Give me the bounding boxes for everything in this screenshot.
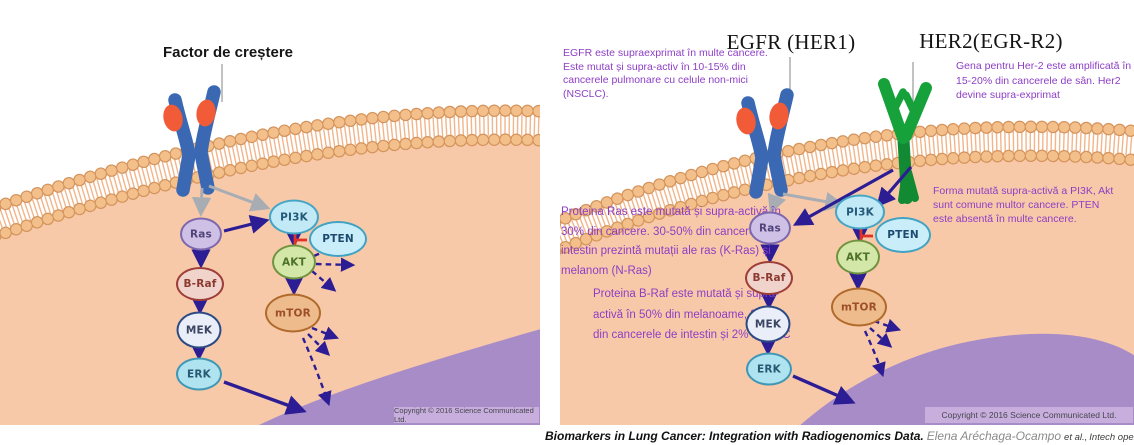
node-erk: ERK (176, 357, 222, 391)
nucleus (800, 333, 1134, 425)
right-panel-art (560, 57, 1134, 425)
node-pten: PTEN (875, 217, 931, 253)
node-pi3k: PI3K (835, 194, 885, 230)
ligand-icon (196, 99, 216, 127)
caption-title: Biomarkers in Lung Cancer: Integration w… (545, 429, 924, 443)
copyright-bar: Copyright © 2016 Science Communicated Lt… (394, 406, 539, 424)
node-akt: AKT (836, 239, 880, 275)
her2-annotation: Gena pentru Her-2 este amplificată în 15… (956, 60, 1132, 101)
pi3k-annotation: Forma mutată supra-activă a PI3K, Akt su… (933, 185, 1114, 225)
caption-authors: Elena Aréchaga-Ocampo (926, 429, 1062, 443)
ligand-icon (736, 107, 756, 135)
node-ras: Ras (180, 217, 222, 251)
right-panel: EGFR (HER1) HER2(EGR-R2) EGFR este supra… (560, 0, 1134, 425)
ligand-icon (163, 104, 183, 132)
egfr-receptor (163, 85, 221, 197)
node-erk: ERK (746, 352, 792, 386)
caption-source: Intech open access.z (1089, 432, 1134, 443)
node-ras: Ras (749, 211, 791, 245)
figure-caption: Biomarkers in Lung Cancer: Integration w… (545, 427, 1134, 445)
caption-etal: et al., (1064, 432, 1088, 443)
growth-factor-label: Factor de creștere (162, 44, 294, 61)
copyright-bar: Copyright © 2016 Science Communicated Lt… (925, 407, 1133, 423)
left-panel: Factor de creștere PI3K PTEN Ras AKT B-R… (0, 0, 540, 425)
node-pten: PTEN (309, 221, 367, 257)
egfr-receptor (736, 88, 794, 199)
node-akt: AKT (272, 244, 316, 280)
cell-body (0, 125, 540, 425)
node-braf: B-Raf (745, 261, 793, 295)
cell-membrane (0, 104, 540, 242)
node-mtor: mTOR (831, 287, 887, 327)
ligand-icon (769, 102, 789, 130)
node-mtor: mTOR (265, 293, 321, 333)
node-braf: B-Raf (176, 267, 224, 301)
her2-title: HER2(EGR-R2) (919, 29, 1063, 53)
her2-receptor (878, 78, 932, 204)
node-mek: MEK (745, 305, 791, 343)
cell-membrane (560, 120, 1134, 257)
egfr-title: EGFR (HER1) (726, 30, 856, 54)
node-mek: MEK (176, 311, 222, 349)
egfr-annotation: EGFR este supraexprimat în multe cancere… (563, 47, 768, 100)
node-pi3k: PI3K (269, 199, 319, 235)
